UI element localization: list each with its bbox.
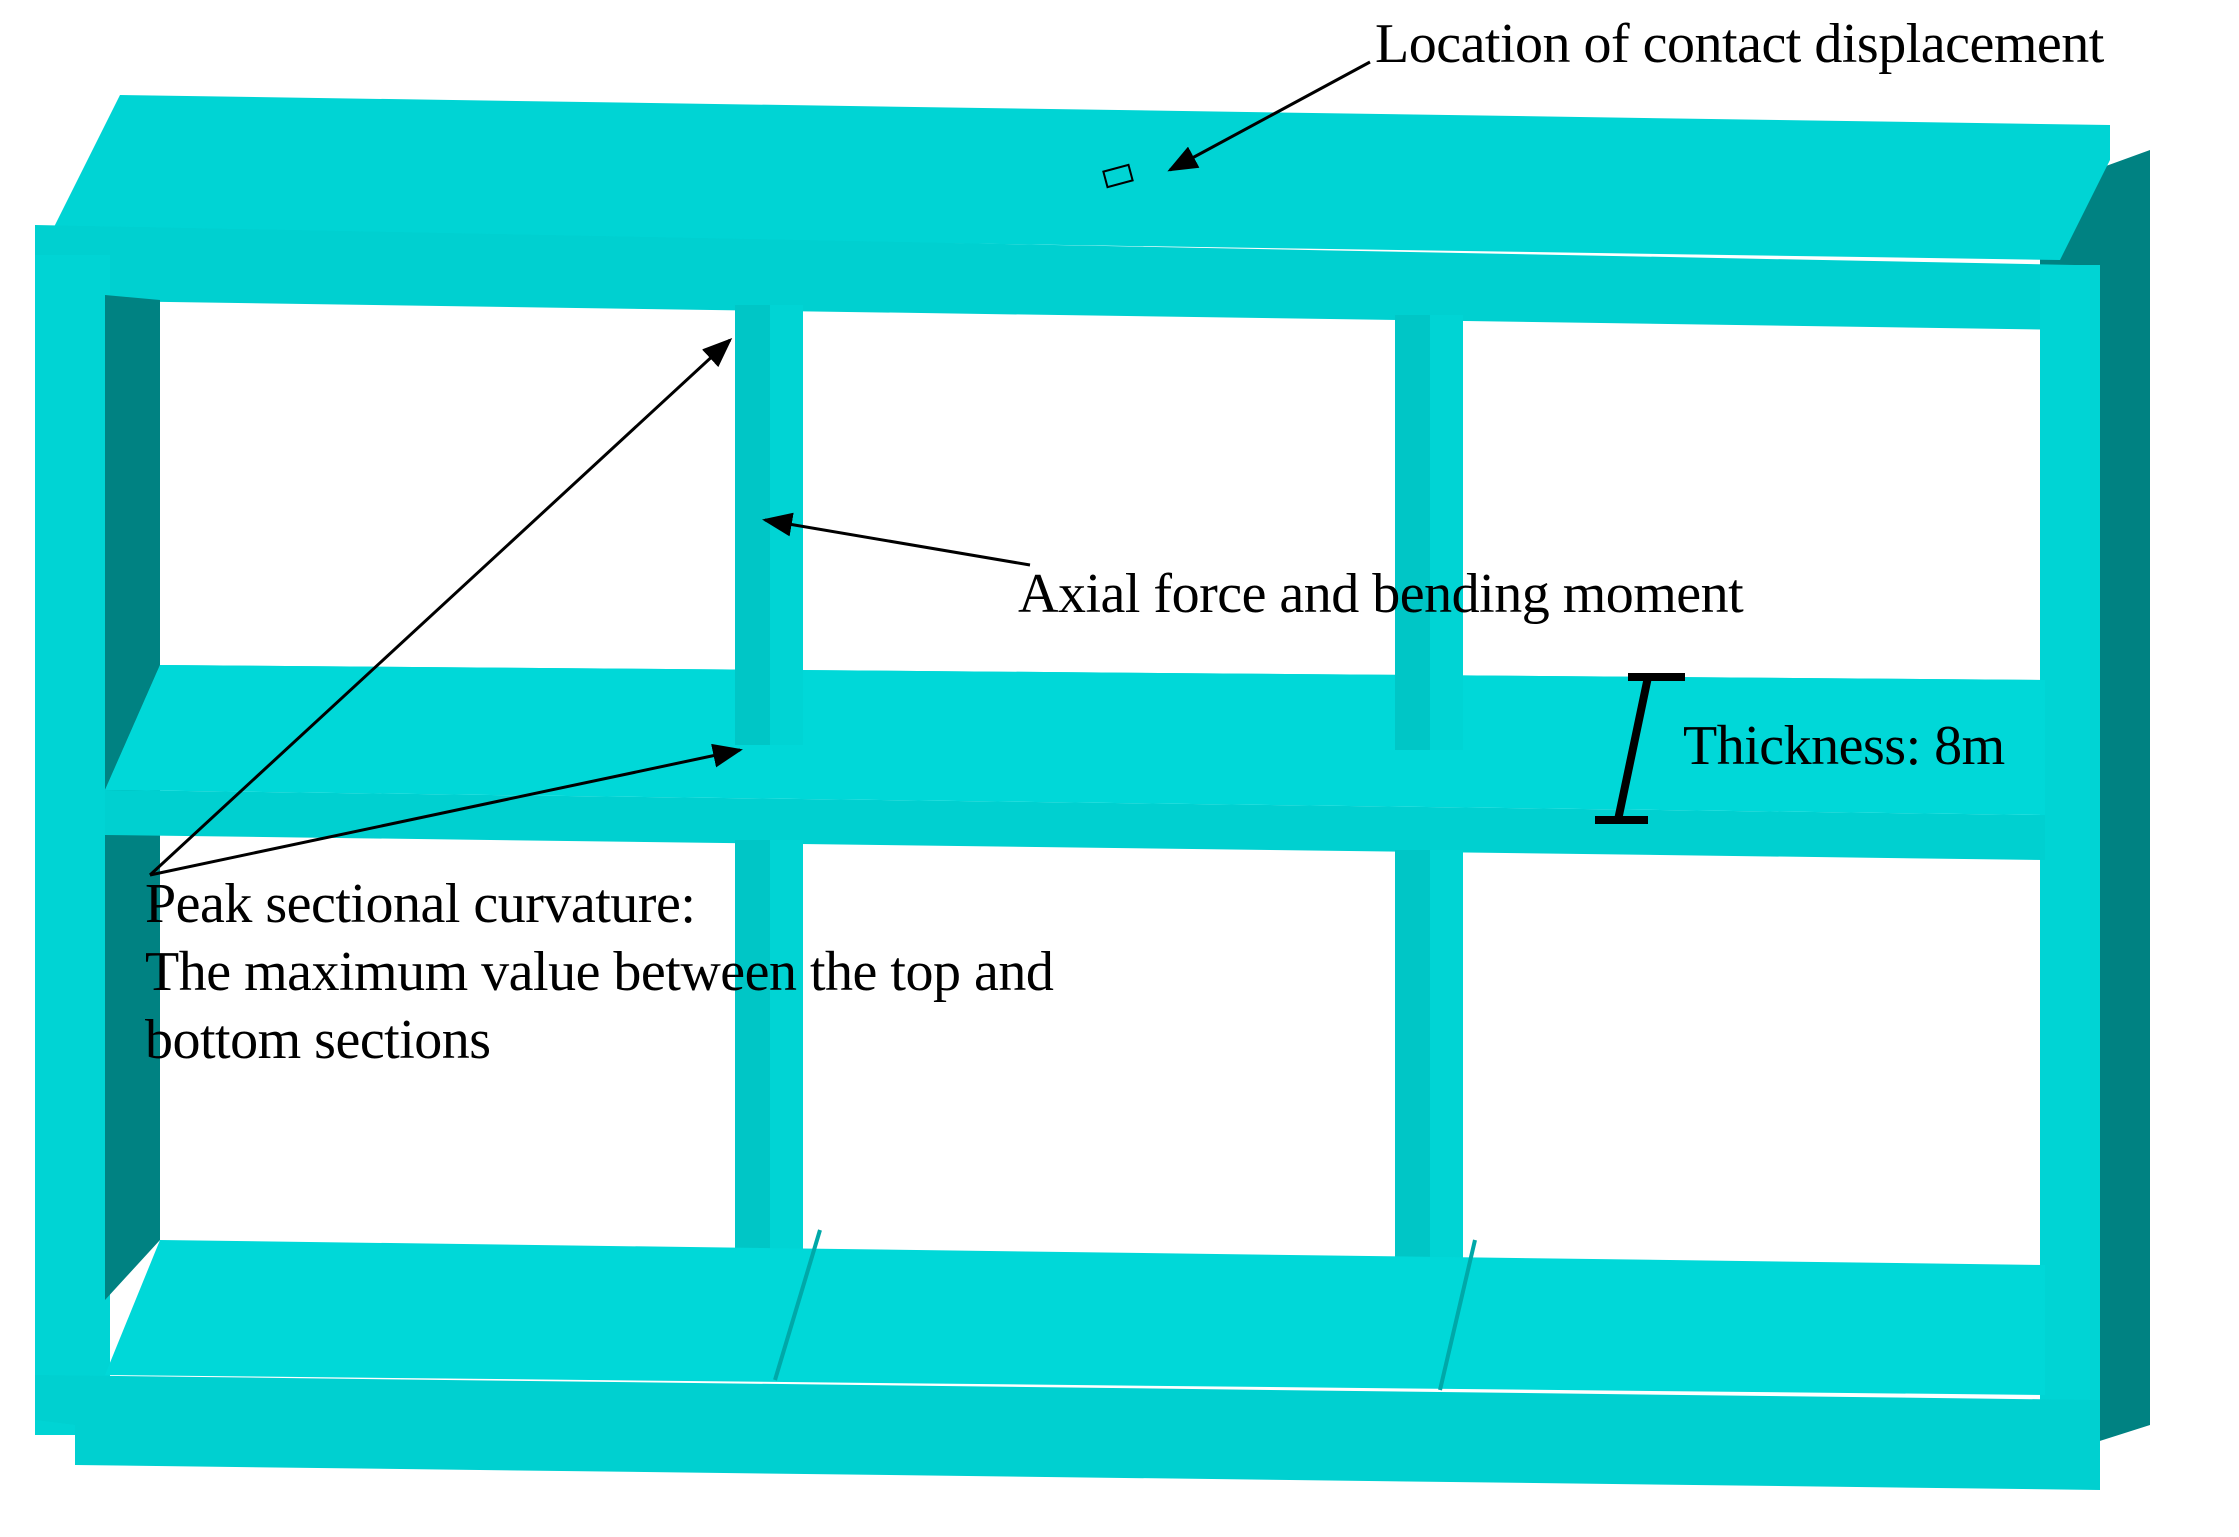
middle-slab-surface	[105, 665, 2045, 815]
bottom-slab-joint-2	[1438, 1239, 1477, 1391]
middle-slab-front	[105, 790, 2045, 860]
thickness-label: Thickness: 8m	[1683, 715, 2005, 777]
thickness-dimension-icon	[1595, 673, 1685, 824]
bottom-slab-top	[105, 1240, 2045, 1395]
contact-displacement-label: Location of contact displacement	[1375, 13, 2104, 75]
peak-curvature-line-2: The maximum value between the top and	[145, 941, 1054, 1003]
column-lower-2-face	[1430, 850, 1463, 1310]
axial-force-label: Axial force and bending moment	[1018, 563, 1744, 625]
column-lower-1-face	[770, 840, 803, 1300]
peak-curvature-line-1: Peak sectional curvature:	[145, 873, 696, 935]
arrow-peak-curvature-top	[148, 337, 733, 877]
top-slab-front	[35, 225, 2075, 330]
arrow-peak-curvature-bottom	[149, 743, 743, 877]
top-slab-top-surface	[40, 95, 2110, 260]
peak-curvature-label: Peak sectional curvature: The maximum va…	[145, 870, 1054, 1074]
peak-curvature-line-3: bottom sections	[145, 1009, 491, 1071]
left-wall	[35, 255, 110, 1435]
column-upper-2-face	[1430, 315, 1463, 750]
bottom-slab-front	[35, 1375, 2100, 1490]
arrow-contact-displacement	[1167, 60, 1371, 172]
contact-point-marker	[1102, 163, 1134, 189]
bottom-slab-joint-1	[773, 1229, 822, 1381]
right-wall	[2040, 265, 2100, 1445]
arrow-axial-force	[762, 512, 1031, 567]
